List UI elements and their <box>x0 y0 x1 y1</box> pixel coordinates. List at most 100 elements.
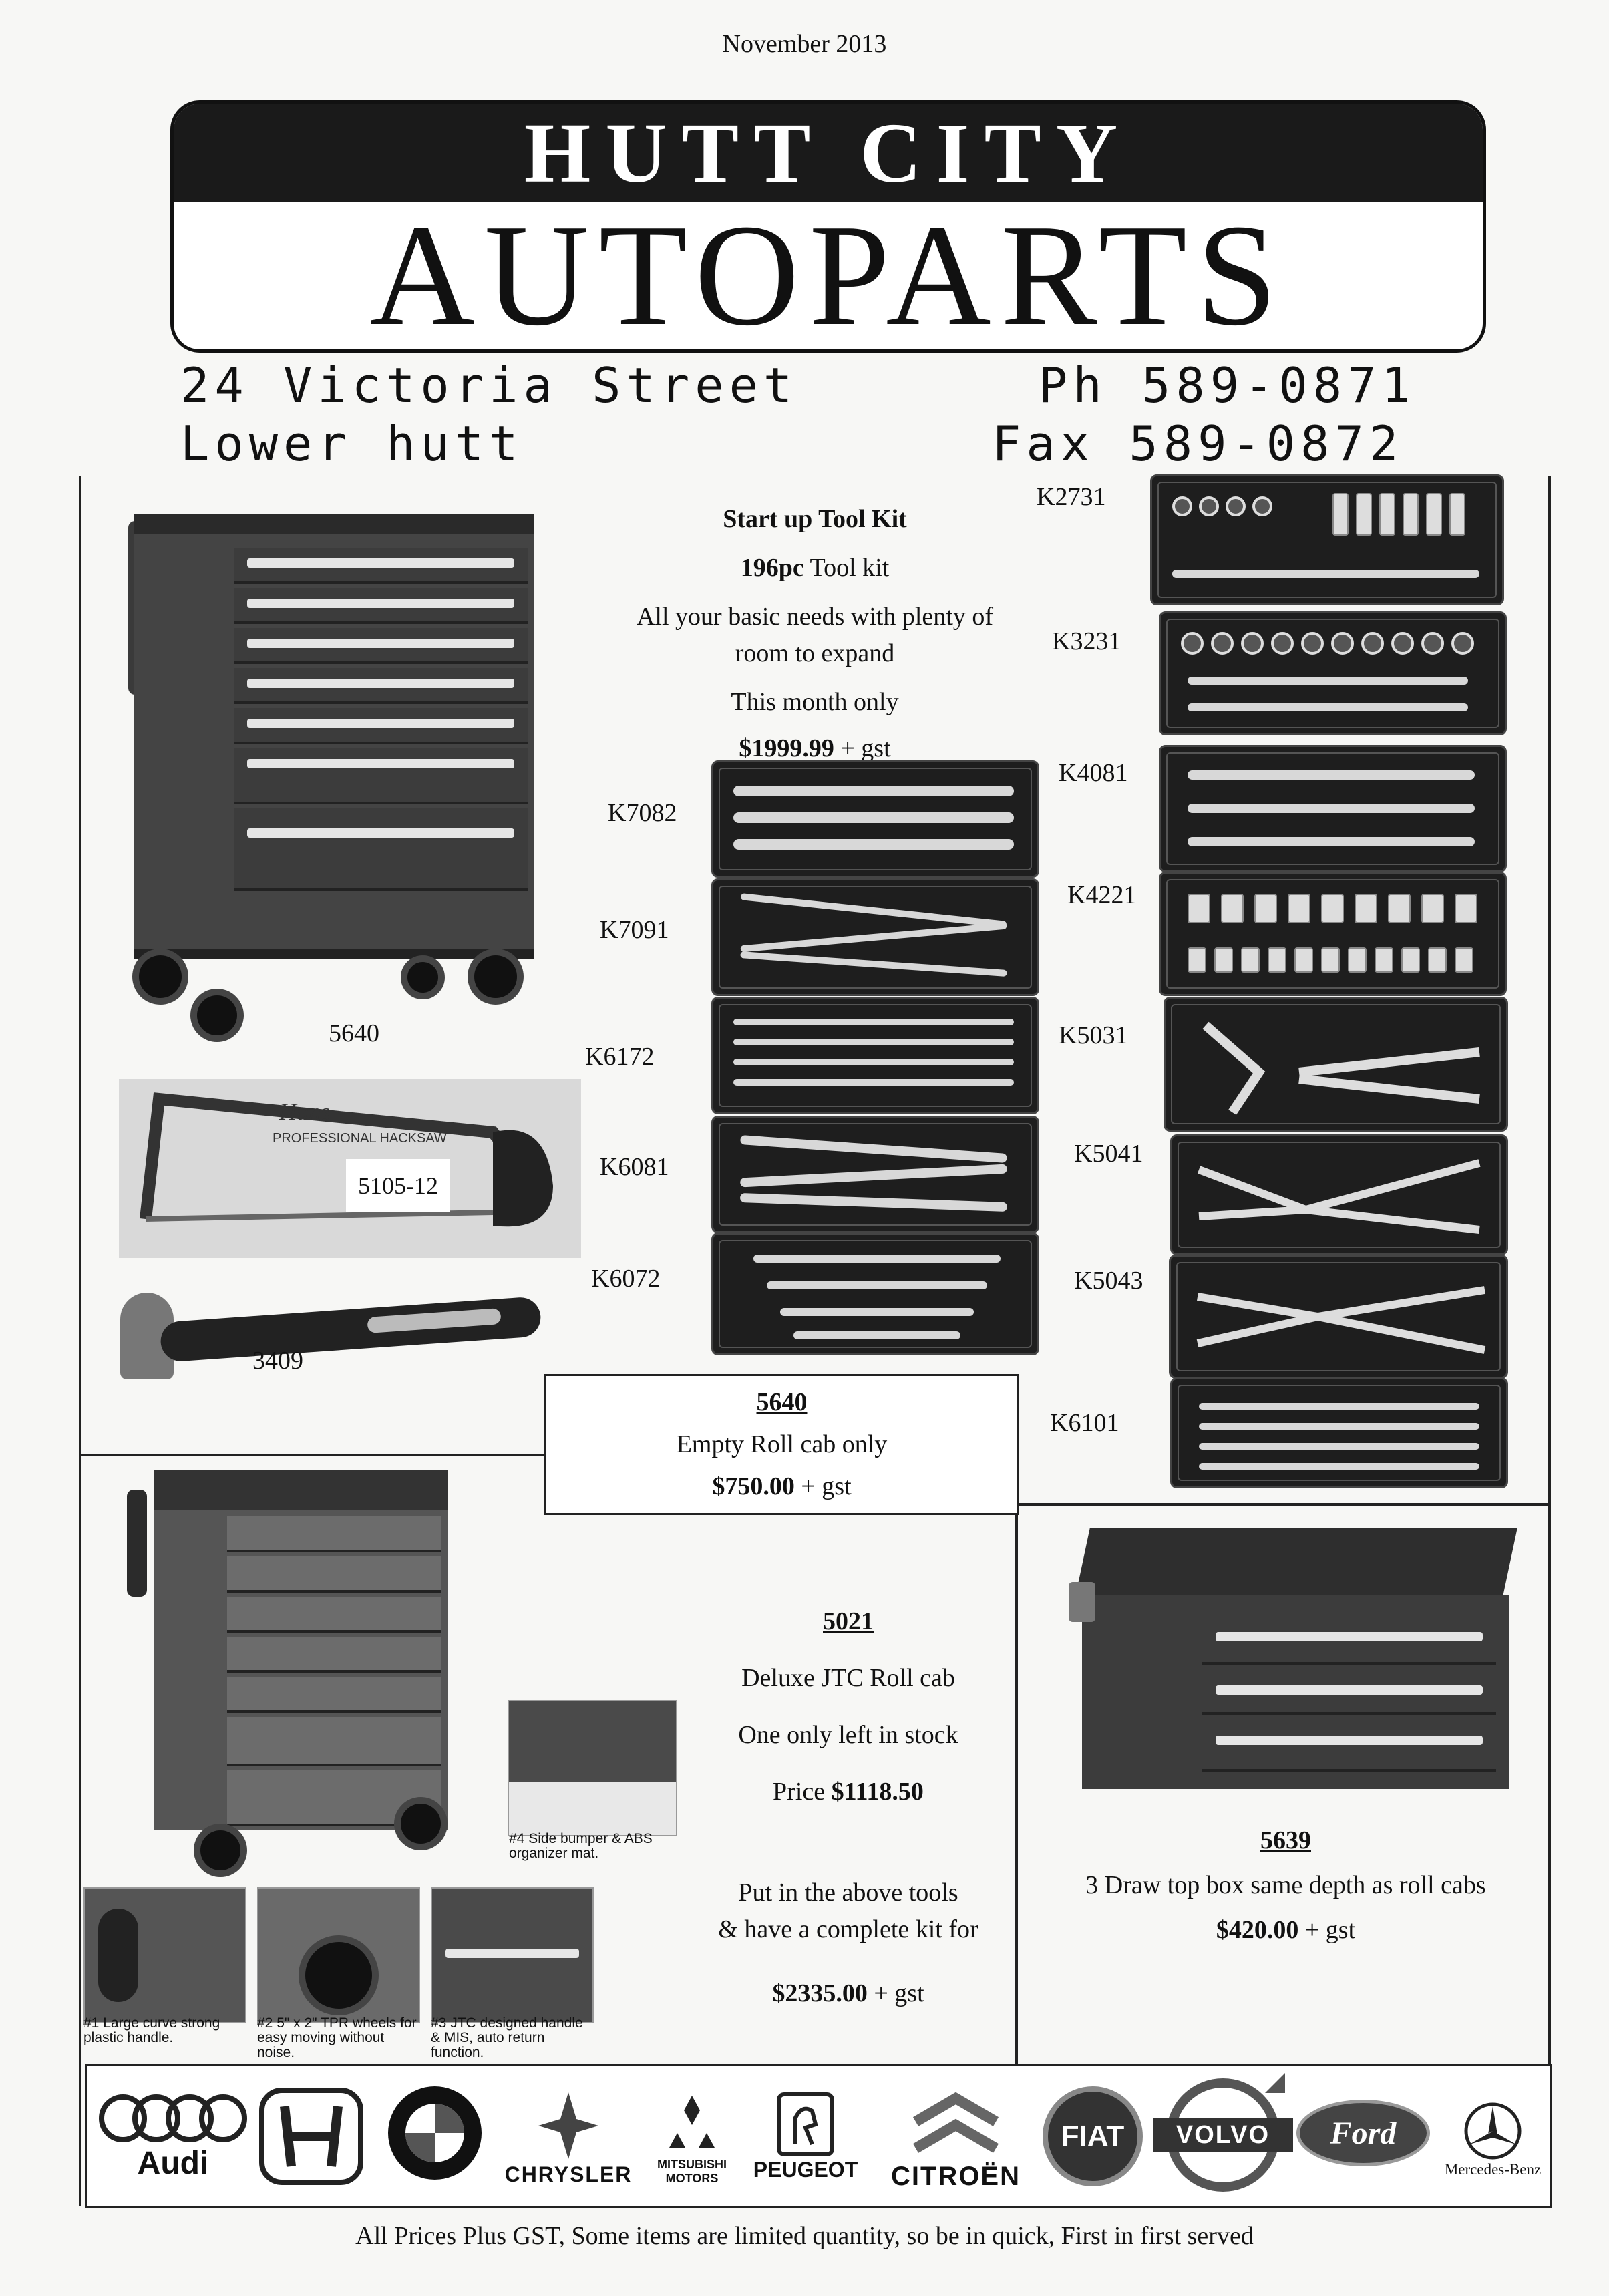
hacksaw-icon <box>140 1092 553 1227</box>
chrysler-logo: CHRYSLER <box>488 2076 649 2200</box>
feature-4-caption: #4 Side bumper & ABS organizer mat. <box>509 1831 653 1862</box>
fiat-logo: FIAT <box>1036 2080 1149 2193</box>
label-k3231: K3231 <box>1052 627 1121 655</box>
audi-logo: Audi <box>93 2073 253 2200</box>
bmw-roundel-icon <box>388 2086 482 2180</box>
tray-k5031 <box>1164 997 1508 1132</box>
offer-5640-desc: Empty Roll cab only <box>676 1430 888 1459</box>
citroen-logo: CITROËN <box>876 2076 1036 2203</box>
banner-bottom: AUTOPARTS <box>174 202 1483 349</box>
tray-k6081 <box>711 1116 1039 1233</box>
offer-5021-price: Price $1118.50 <box>773 1778 924 1806</box>
label-k5041: K5041 <box>1074 1140 1143 1168</box>
tray-k4081 <box>1159 745 1507 872</box>
label-3409: 3409 <box>252 1347 303 1375</box>
mitsubishi-diamonds-icon <box>669 2095 715 2148</box>
citroen-text: CITROËN <box>891 2161 1021 2191</box>
honda-logo <box>254 2080 368 2193</box>
feature-3-image <box>431 1887 594 2023</box>
tray-k6172 <box>711 997 1039 1114</box>
offer-5021-combo2: & have a complete kit for <box>718 1915 978 1944</box>
promo-desc1: All your basic needs with plenty of <box>636 603 993 631</box>
tray-k2731 <box>1150 474 1504 605</box>
offer-5639-desc: 3 Draw top box same depth as roll cabs <box>1085 1871 1486 1900</box>
label-k6081: K6081 <box>600 1153 669 1181</box>
offer-5639-code: 5639 <box>1260 1826 1311 1854</box>
citroen-chevrons-icon <box>912 2092 999 2153</box>
promo-block: Start up Tool Kit 196pc Tool kit All you… <box>588 501 1042 768</box>
mercedes-text: Mercedes-Benz <box>1444 2161 1542 2178</box>
feature-2-image <box>257 1887 420 2023</box>
tray-k5043 <box>1169 1255 1508 1379</box>
roll-cab-5021-image <box>100 1463 468 1877</box>
top-box-5639-image <box>1069 1515 1530 1802</box>
hammer-image <box>100 1273 554 1393</box>
issue-date: November 2013 <box>722 30 887 58</box>
promo-price: $1999.99 + gst <box>739 734 891 763</box>
mercedes-star-icon <box>1464 2102 1522 2160</box>
promo-pieces: 196pc Tool kit <box>740 554 890 583</box>
tray-k7091 <box>711 878 1039 996</box>
frame-mid-right <box>1015 1503 1550 1506</box>
tray-k4221 <box>1159 872 1507 996</box>
circlip-pliers-icon <box>1197 1159 1481 1234</box>
mitsubishi-logo: MITSUBISHI MOTORS <box>649 2080 735 2200</box>
saw-brand-text: PROFESSIONAL HACKSAW <box>273 1131 447 1146</box>
offer-5639-price: $420.00 + gst <box>1216 1916 1356 1945</box>
tray-k6072 <box>711 1233 1039 1355</box>
bmw-logo <box>381 2080 488 2186</box>
volvo-iron-mark-icon: VOLVO <box>1153 2073 1293 2192</box>
offer-5021-combo1: Put in the above tools <box>738 1878 958 1907</box>
banner-top: HUTT CITY <box>174 104 1483 202</box>
chrysler-star-icon <box>538 2092 598 2159</box>
ford-logo: Ford <box>1293 2093 1433 2173</box>
volvo-text: VOLVO <box>1176 2120 1270 2149</box>
brand-line1: HUTT CITY <box>524 105 1133 200</box>
ford-oval-icon: Ford <box>1296 2100 1430 2166</box>
fiat-badge-icon: FIAT <box>1043 2086 1143 2186</box>
label-k4081: K4081 <box>1059 759 1128 787</box>
label-5105-12: 5105-12 <box>346 1159 450 1212</box>
feature-3-caption: #3 JTC designed handle & MIS, auto retur… <box>431 2015 583 2061</box>
fiat-text: FIAT <box>1061 2120 1125 2152</box>
address-city: Lower hutt <box>180 416 524 472</box>
label-k5031: K5031 <box>1059 1021 1128 1049</box>
promo-month: This month only <box>731 688 899 717</box>
brand-line2: AUTOPARTS <box>369 195 1287 353</box>
label-k7082: K7082 <box>608 799 677 827</box>
peugeot-logo: PEUGEOT <box>739 2076 872 2196</box>
audi-text: Audi <box>137 2145 209 2181</box>
feature-4-image <box>508 1700 677 1836</box>
frame-divider <box>1015 1503 1018 2064</box>
label-k5043: K5043 <box>1074 1267 1143 1295</box>
offer-5640-code: 5640 <box>756 1388 808 1416</box>
frame-right <box>1548 476 1551 2206</box>
tray-k6101 <box>1170 1377 1508 1488</box>
footer-note: All Prices Plus GST, Some items are limi… <box>355 2222 1254 2250</box>
offer-5021-stock: One only left in stock <box>738 1721 958 1750</box>
chrysler-text: CHRYSLER <box>504 2162 633 2186</box>
label-k6101: K6101 <box>1050 1409 1119 1437</box>
offer-5021-combo-price: $2335.00 + gst <box>772 1979 924 2007</box>
label-k6172: K6172 <box>585 1043 655 1071</box>
mitsubishi-text2: MOTORS <box>665 2171 719 2185</box>
offer-5021-code: 5021 <box>823 1607 874 1635</box>
frame-left <box>79 476 81 2206</box>
promo-desc2: room to expand <box>735 639 895 668</box>
frame-mid-left <box>79 1454 546 1456</box>
feature-2-caption: #2 5" x 2" TPR wheels for easy moving wi… <box>257 2015 417 2061</box>
volvo-logo: VOLVO <box>1153 2072 1293 2198</box>
hacksaw-image: Hans PROFESSIONAL HACKSAW 5105-12 <box>119 1079 581 1258</box>
feature-1-image <box>83 1887 246 2023</box>
promo-title: Start up Tool Kit <box>723 505 907 533</box>
label-k4221: K4221 <box>1067 881 1137 909</box>
offer-5640-price: $750.00 + gst <box>712 1472 852 1501</box>
cutter-pliers-icon <box>1196 1286 1486 1354</box>
label-k6072: K6072 <box>591 1265 661 1293</box>
offer-5021: 5021 Deluxe JTC Roll cab One only left i… <box>681 1603 1015 2012</box>
address-fax: Fax 589-0872 <box>992 416 1404 472</box>
tray-k3231 <box>1159 611 1507 735</box>
peugeot-lion-icon <box>777 2092 834 2156</box>
mercedes-logo: Mercedes-Benz <box>1437 2080 1549 2200</box>
peugeot-text: PEUGEOT <box>753 2157 858 2182</box>
